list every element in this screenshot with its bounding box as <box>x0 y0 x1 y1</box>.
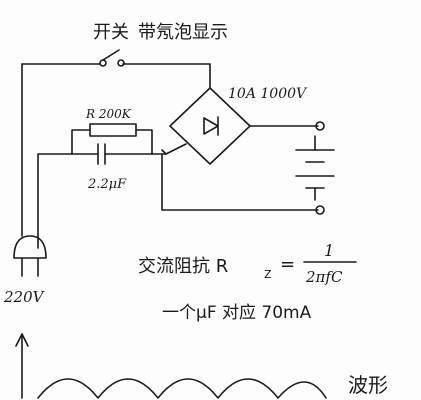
resistor-label: R 200K <box>85 107 132 121</box>
top-wire-right <box>122 63 211 89</box>
formula-text: 交流阻抗 R <box>138 256 228 277</box>
positive-terminal <box>315 121 325 131</box>
plug-symbol <box>13 235 47 277</box>
negative-terminal <box>315 205 325 215</box>
capacitor-symbol <box>97 143 106 165</box>
resistor-symbol <box>89 123 137 137</box>
axis-arrow <box>15 333 29 399</box>
formula-numerator: 1 <box>324 241 334 260</box>
bridge-rectifier <box>161 87 251 165</box>
formula-subscript: Z <box>264 268 272 281</box>
waveform-label: 波形 <box>348 373 388 397</box>
dc-negative-wire <box>161 153 319 211</box>
formula-denominator: 2πfC <box>305 268 343 286</box>
formula-equals: = <box>280 254 295 275</box>
bridge-rating-label: 10A 1000V <box>228 86 308 102</box>
battery-symbol <box>295 135 335 201</box>
rectified-waveform <box>37 378 327 399</box>
rc-feed-wire <box>37 153 73 249</box>
current-note: 一个μF 对应 70mA <box>162 303 312 323</box>
switch-note: 带氖泡显示 <box>138 22 228 43</box>
plug-voltage-label: 220V <box>3 288 46 306</box>
switch-symbol <box>99 49 125 67</box>
rc-parallel-wire <box>71 129 91 155</box>
switch-label: 开关 <box>93 22 129 43</box>
capacitor-label: 2.2μF <box>87 177 127 192</box>
